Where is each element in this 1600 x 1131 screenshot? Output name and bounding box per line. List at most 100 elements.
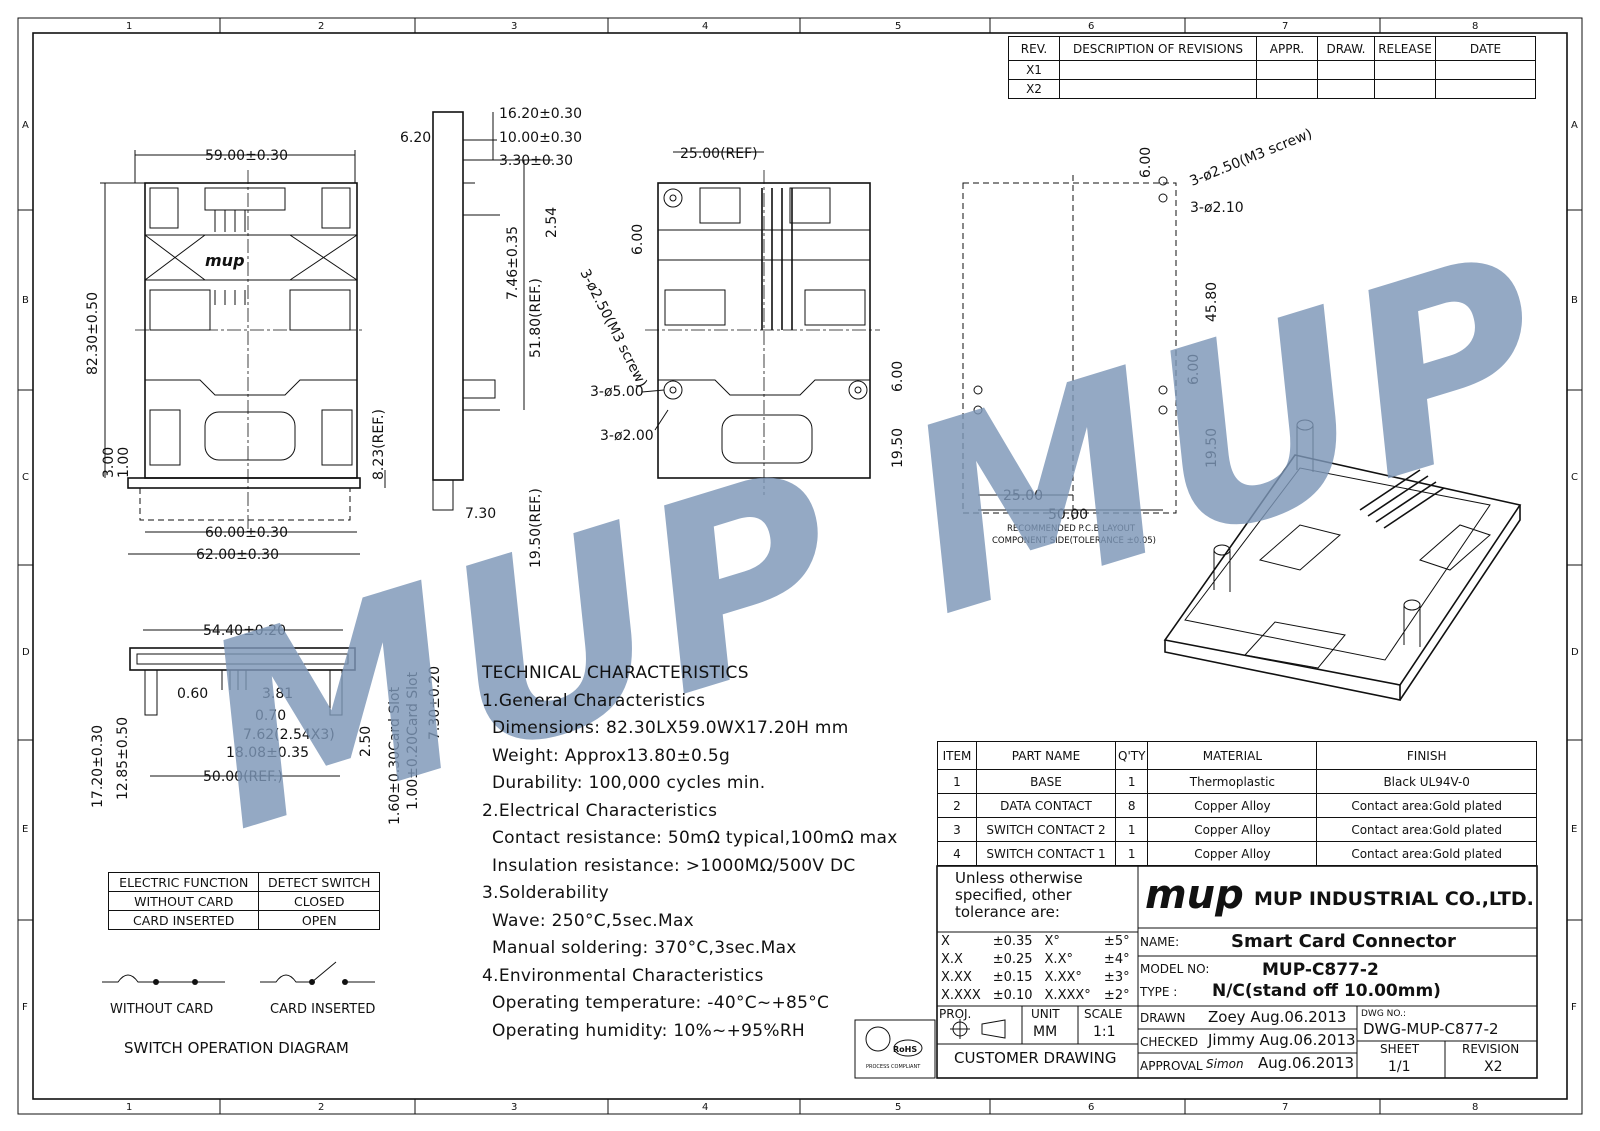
rev-row-x2-date [1435,79,1536,99]
dim-bot-060: 0.60 [177,686,208,702]
dim-top-m3: 3-ø2.50(M3 screw) [576,267,650,391]
tolerance-cell: ±0.10 [992,987,1033,1003]
rev-row-x2-draw [1317,79,1375,99]
bom-header-finish: FINISH [1316,741,1537,770]
tolerance-cell: X° [1044,933,1060,949]
tolerance-cell: X.X° [1044,951,1073,967]
dim-bot-1285: 12.85±0.50 [115,717,131,800]
zone-row-c: C [22,472,29,483]
rev-row-x1-appr [1256,60,1318,80]
bom-cell: 3 [937,817,977,842]
rev-header-appr: APPR. [1256,36,1318,61]
zone-col-2: 2 [318,21,324,32]
bom-cell: 4 [937,841,977,866]
dim-front-width: 59.00±0.30 [205,148,288,164]
rev-row-x1: X1 [1008,60,1060,80]
tech-line: 3.Solderability [482,883,609,903]
zone-col-4: 4 [702,21,708,32]
switch-row-without: WITHOUT CARD [107,891,260,911]
tech-line: Dimensions: 82.30LX59.0WX17.20H mm [492,718,849,738]
part-name: Smart Card Connector [1231,931,1456,952]
switch-table: ELECTRIC FUNCTION DETECT SWITCH WITHOUT … [107,872,380,930]
dim-pcb-2500: 25.00 [1003,488,1043,504]
bom-header-item: ITEM [937,741,977,770]
dim-top-600b: 6.00 [890,361,906,392]
dim-top-200: 3-ø2.00 [600,428,654,444]
zone-row-d: D [22,647,30,658]
rev-row-x2-release [1374,79,1436,99]
dim-side-1950: 19.50(REF.) [528,488,544,568]
tolerance-cell: ±3° [1103,969,1130,985]
unit-label: UNIT [1031,1007,1060,1021]
tech-line: Durability: 100,000 cycles min. [492,773,766,793]
dim-front-62: 62.00±0.30 [196,547,279,563]
tolerance-cell: X [941,933,950,949]
dim-pcb-1950: 19.50 [1204,428,1220,468]
bom-header-qty: Q'TY [1114,741,1149,770]
bom-header-material: MATERIAL [1147,741,1318,770]
bom-cell: 1 [1114,817,1149,842]
tech-line: 2.Electrical Characteristics [482,800,718,821]
zone-col-7b: 7 [1282,1102,1288,1113]
zone-row-e-r: E [1571,824,1577,835]
tolerance-cell: ±0.35 [992,933,1033,949]
bom-cell: 1 [937,769,977,794]
dim-pcb-4580: 45.80 [1204,282,1220,322]
dim-side-730: 7.30 [465,506,496,522]
dim-front-3: 3.00 [101,447,117,478]
front-dims: 59.00±0.30 82.30±0.50 3.00 1.00 8.23(REF… [85,148,387,563]
checked-value: Jimmy Aug.06.2013 [1207,1031,1356,1049]
checked-label: CHECKED [1140,1035,1198,1049]
switch-header-detect: DETECT SWITCH [258,872,380,892]
tolerance-cell: X.XXX° [1044,987,1091,1003]
tech-line: Contact resistance: 50mΩ typical,100mΩ m… [492,828,898,848]
dim-side-746: 7.46±0.35 [505,226,521,300]
revision-table: REV. DESCRIPTION OF REVISIONS APPR. DRAW… [1008,36,1536,99]
zone-col-5: 5 [895,21,901,32]
tech-title: TECHNICAL CHARACTERISTICS [482,663,749,683]
zone-ticks [18,18,1582,1114]
tolerance-cell: X.X [941,951,963,967]
dim-pcb-600: 6.00 [1138,147,1154,178]
tech-line: Operating temperature: -40°C~+85°C [492,993,830,1013]
zone-row-b-r: B [1571,295,1578,306]
bom-cell: Copper Alloy [1147,793,1318,818]
dim-pcb-600b: 6.00 [1186,354,1202,385]
dim-front-60: 60.00±0.30 [205,525,288,541]
zone-col-5b: 5 [895,1102,901,1113]
bom-cell: Copper Alloy [1147,817,1318,842]
revision-label: REVISION [1462,1042,1519,1056]
tech-line: Insulation resistance: >1000MΩ/500V DC [492,855,856,876]
dim-bot-100: 1.00±0.20Card Slot [405,671,421,810]
approval-label: APPROVAL [1140,1059,1203,1073]
zone-labels: 1 2 3 4 5 6 7 8 1 2 3 4 5 6 7 8 A B C D … [22,21,1579,1113]
side-dims: 16.20±0.30 10.00±0.30 3.30±0.30 6.20 2.5… [400,106,582,568]
tech-line: Manual soldering: 370°C,3sec.Max [492,938,797,958]
bom-cell: Contact area:Gold plated [1316,841,1537,866]
approval-sign: Simon [1206,1057,1244,1071]
zone-col-3: 3 [511,21,517,32]
tech-line: Wave: 250°C,5sec.Max [492,910,695,931]
zone-row-a-r: A [1571,120,1578,131]
pcb-note-2: COMPONENT SIDE(TOLERANCE ±0.05) [992,536,1156,546]
zone-col-6: 6 [1088,21,1094,32]
technical-characteristics: TECHNICAL CHARACTERISTICS 1.General Char… [482,660,922,1045]
dim-bot-250: 2.50 [358,726,374,757]
switch-labels: WITHOUT CARD CARD INSERTED SWITCH OPERAT… [110,1002,375,1057]
rev-header-date: DATE [1435,36,1536,61]
dim-front-height: 82.30±0.50 [85,292,101,375]
dim-bot-1720: 17.20±0.30 [90,725,106,808]
zone-col-6b: 6 [1088,1102,1094,1113]
tolerance-cell: X.XX [941,969,972,985]
dim-front-823: 8.23(REF.) [371,409,387,480]
dim-front-1: 1.00 [116,447,132,478]
company-logo: mup [1145,872,1244,918]
